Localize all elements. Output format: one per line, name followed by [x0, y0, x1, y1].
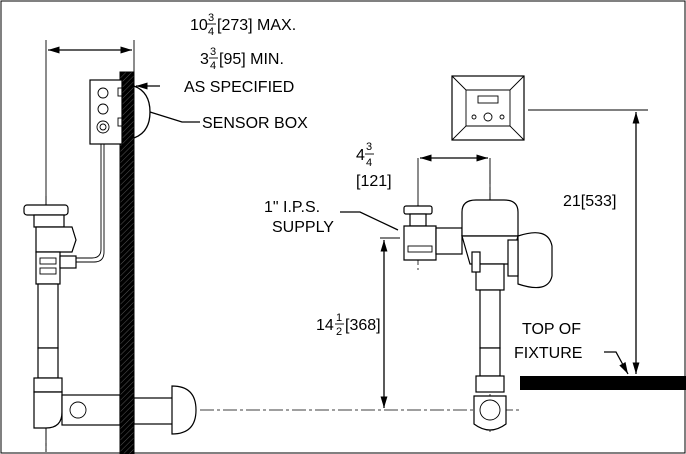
- svg-text:14: 14: [316, 317, 334, 334]
- horizontal-offset-label: 4 3 4 [121]: [356, 141, 392, 190]
- min-offset-label: 3 3 4 [95] MIN.: [200, 46, 284, 72]
- fixture-label-line2: FIXTURE: [514, 345, 582, 362]
- sensor-plate-front: [451, 75, 525, 141]
- fixture-label-line1: TOP OF: [522, 321, 581, 338]
- svg-text:[368]: [368]: [345, 317, 381, 334]
- svg-text:4: 4: [366, 157, 372, 169]
- svg-text:3: 3: [210, 46, 216, 58]
- as-specified-label: AS SPECIFIED: [184, 79, 294, 96]
- supply-label-line1: 1" I.P.S.: [264, 199, 320, 216]
- svg-text:4: 4: [210, 60, 216, 72]
- svg-text:[273] MAX.: [273] MAX.: [217, 17, 296, 34]
- svg-text:10: 10: [190, 17, 208, 34]
- fixture-top-bar: [520, 376, 686, 390]
- svg-text:4: 4: [208, 26, 214, 38]
- svg-text:4: 4: [356, 147, 365, 164]
- svg-text:[95] MIN.: [95] MIN.: [219, 51, 284, 68]
- wall-section: [119, 71, 135, 454]
- sensor-box-side: [89, 79, 151, 145]
- flushometer-front: [403, 199, 553, 431]
- sensor-box-label: SENSOR BOX: [202, 115, 308, 132]
- svg-text:3: 3: [366, 141, 372, 153]
- svg-text:3: 3: [200, 51, 209, 68]
- svg-text:3: 3: [208, 12, 214, 24]
- supply-height-label: 14 1 2 [368]: [316, 312, 381, 338]
- flushometer-side: [23, 204, 197, 435]
- svg-text:2: 2: [336, 326, 342, 338]
- sensor-height-label: 21[533]: [563, 193, 616, 210]
- max-offset-label: 10 3 4 [273] MAX.: [190, 12, 296, 38]
- supply-label-line2: SUPPLY: [272, 219, 334, 236]
- svg-text:1: 1: [336, 312, 342, 324]
- svg-text:[121]: [121]: [356, 173, 392, 190]
